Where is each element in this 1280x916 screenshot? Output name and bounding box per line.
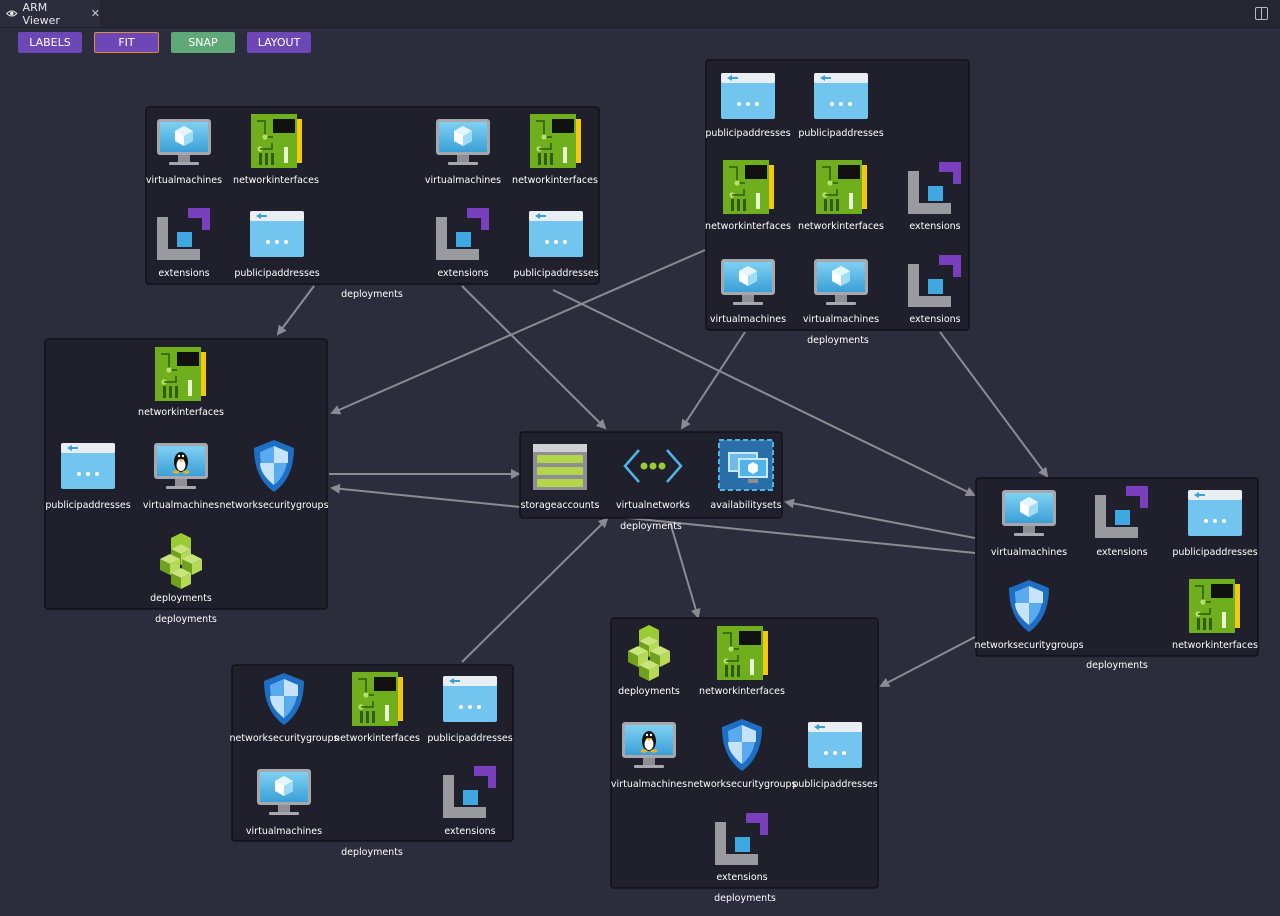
deployment-group[interactable]: publicipaddresses publicipaddresses netw… [705, 59, 970, 346]
group-caption: deployments [341, 847, 403, 858]
node-label: publicipaddresses [513, 268, 598, 279]
node-label: networksecuritygroups [229, 733, 338, 744]
public-ip-icon[interactable] [529, 211, 583, 257]
edge [784, 498, 976, 539]
group-caption: deployments [807, 335, 869, 346]
group-caption: deployments [620, 521, 682, 532]
node-label: virtualmachines [710, 314, 786, 325]
tab-bar: ARM Viewer ✕ [0, 0, 1280, 28]
graph-canvas[interactable]: virtualmachines networkinterfaces extens… [0, 28, 1280, 916]
node-label: virtualnetworks [616, 500, 690, 511]
node-label: storageaccounts [521, 500, 600, 511]
group-caption: deployments [714, 893, 776, 904]
node-label: extensions [444, 826, 495, 837]
public-ip-icon[interactable] [1188, 490, 1242, 536]
node-label: networksecuritygroups [687, 779, 796, 790]
edge [461, 517, 609, 663]
layout-button[interactable]: LAYOUT [247, 32, 311, 53]
edge [276, 285, 315, 336]
node-label: deployments [150, 593, 212, 604]
node-label: networkinterfaces [512, 175, 598, 186]
public-ip-icon[interactable] [443, 676, 497, 722]
tab-arm-viewer[interactable]: ARM Viewer ✕ [0, 0, 100, 27]
network-interface-icon[interactable] [716, 625, 769, 681]
node-label: virtualmachines [425, 175, 501, 186]
node-label: networkinterfaces [798, 221, 884, 232]
public-ip-icon[interactable] [250, 211, 304, 257]
node-label: virtualmachines [143, 500, 219, 511]
deployment-group[interactable]: virtualmachines networkinterfaces extens… [145, 106, 600, 300]
node-label: networksecuritygroups [974, 640, 1083, 651]
node-label: extensions [1096, 547, 1147, 558]
group-caption: deployments [1086, 660, 1148, 671]
node-label: publicipaddresses [705, 128, 790, 139]
public-ip-icon[interactable] [814, 73, 868, 119]
node-label: virtualmachines [246, 826, 322, 837]
node-label: publicipaddresses [798, 128, 883, 139]
node-label: networksecuritygroups [219, 500, 328, 511]
storage-account-icon[interactable] [533, 444, 587, 490]
node-label: networkinterfaces [699, 686, 785, 697]
edge [939, 331, 1049, 478]
group-caption: deployments [155, 614, 217, 625]
deployment-group[interactable]: deployments networkinterfaces virtualmac… [610, 617, 879, 904]
node-label: networkinterfaces [233, 175, 319, 186]
public-ip-icon[interactable] [808, 722, 862, 768]
node-label: extensions [437, 268, 488, 279]
node-label: publicipaddresses [45, 500, 130, 511]
public-ip-icon[interactable] [721, 73, 775, 119]
network-interface-icon[interactable] [529, 113, 582, 169]
edge [552, 289, 976, 496]
group-caption: deployments [341, 289, 403, 300]
node-label: networkinterfaces [138, 407, 224, 418]
edge [330, 249, 706, 415]
edge [879, 636, 976, 687]
deployment-group[interactable]: storageaccounts virtualnetworks availabi… [519, 431, 783, 532]
split-editor-icon[interactable] [1255, 7, 1268, 20]
node-label: availabilitysets [710, 500, 781, 511]
snap-button[interactable]: SNAP [171, 32, 235, 53]
node-label: virtualmachines [146, 175, 222, 186]
node-label: extensions [909, 221, 960, 232]
public-ip-icon[interactable] [61, 443, 115, 489]
node-label: publicipaddresses [427, 733, 512, 744]
edge [669, 521, 701, 619]
eye-icon [6, 10, 18, 17]
deployment-group[interactable]: networksecuritygroups networkinterfaces … [229, 664, 514, 858]
node-label: deployments [618, 686, 680, 697]
edge [680, 331, 746, 430]
fit-button[interactable]: FIT [94, 32, 159, 53]
network-interface-icon[interactable] [1188, 578, 1241, 634]
network-interface-icon[interactable] [722, 159, 775, 215]
network-interface-icon[interactable] [250, 113, 303, 169]
close-icon[interactable]: ✕ [90, 7, 100, 20]
edge [330, 483, 976, 554]
node-label: networkinterfaces [334, 733, 420, 744]
tab-title: ARM Viewer [22, 0, 60, 27]
node-label: publicipaddresses [1172, 547, 1257, 558]
node-label: networkinterfaces [1172, 640, 1258, 651]
node-label: publicipaddresses [234, 268, 319, 279]
edge [461, 285, 607, 430]
node-label: extensions [158, 268, 209, 279]
node-label: publicipaddresses [792, 779, 877, 790]
labels-button[interactable]: LABELS [18, 32, 82, 53]
network-interface-icon[interactable] [351, 671, 404, 727]
node-label: extensions [909, 314, 960, 325]
node-label: networkinterfaces [705, 221, 791, 232]
node-label: virtualmachines [991, 547, 1067, 558]
node-label: virtualmachines [611, 779, 687, 790]
network-interface-icon[interactable] [815, 159, 868, 215]
network-interface-icon[interactable] [154, 346, 207, 402]
node-label: extensions [716, 872, 767, 883]
deployment-group[interactable]: virtualmachines extensions publicipaddre… [974, 477, 1259, 671]
deployment-group[interactable]: networkinterfaces publicipaddresses virt… [44, 338, 329, 625]
node-label: virtualmachines [803, 314, 879, 325]
availability-set-icon[interactable] [718, 439, 774, 491]
